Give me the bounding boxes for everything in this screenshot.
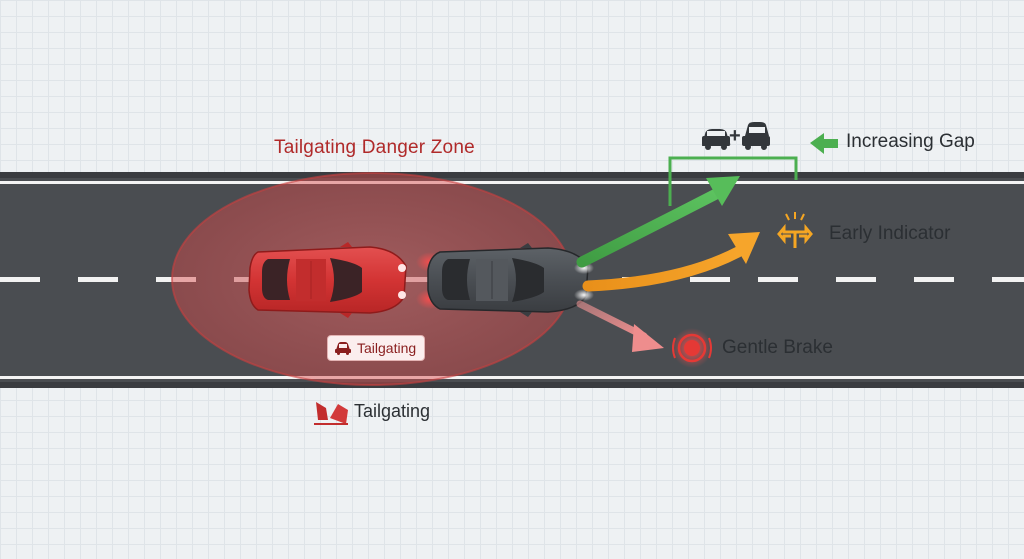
- tailgating-warning-label: Tailgating: [354, 401, 431, 421]
- tailgating-tag-label: Tailgating: [357, 340, 417, 356]
- increasing-gap-arrow: [576, 176, 740, 268]
- early-indicator-label: Early Indicator: [829, 223, 951, 244]
- gentle-brake-label: Gentle Brake: [722, 337, 833, 358]
- collision-warning-icon: [314, 402, 348, 425]
- tailgating-car: [248, 242, 407, 318]
- increasing-gap-label: Increasing Gap: [846, 131, 975, 152]
- car-icon: [334, 341, 352, 355]
- brake-warning-icon: [672, 328, 712, 368]
- gentle-brake-arrow: [576, 300, 664, 352]
- gap-bracket: [668, 156, 798, 206]
- danger-zone-label: Tailgating Danger Zone: [274, 137, 475, 158]
- two-cars-icon: [702, 122, 770, 150]
- lead-car: [416, 243, 594, 317]
- early-indicator-arrow: [582, 232, 760, 292]
- tailgating-tag: Tailgating: [327, 335, 426, 361]
- plus-symbol: +: [729, 125, 741, 147]
- arrow-left-icon: [810, 133, 838, 154]
- turn-signal-icon: [777, 212, 813, 248]
